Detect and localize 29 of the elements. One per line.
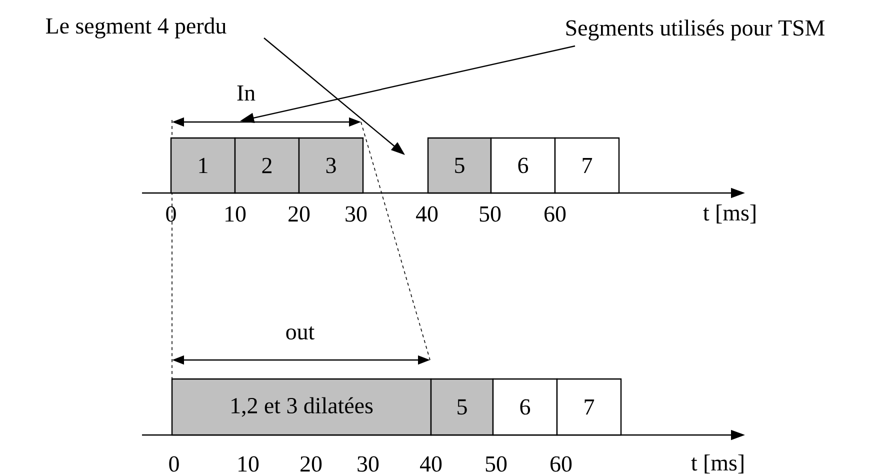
tick-label: 10 [238,456,259,472]
segment-box: 1 [170,137,236,194]
annotation-text: Le segment 4 perdu [46,18,226,38]
tick-label: 30 [358,456,379,472]
axis-label: t [ms] [691,454,744,474]
segment-box: 6 [490,137,556,194]
tick-label: 50 [480,206,501,222]
tick-label: 10 [226,206,246,222]
tick-label: 30 [346,206,367,222]
segment-box: 7 [556,378,622,436]
tick-label: 0 [169,456,179,472]
segment-box: 5 [430,378,494,436]
dimension-label: out [286,326,315,340]
tick-label: 20 [288,206,310,222]
annotation-text: Segments utilisés pour TSM [566,20,825,40]
axis-label: t [ms] [703,204,756,224]
tick-label: 60 [550,456,572,472]
tick-label: 20 [300,456,322,472]
segment-box: 2 [234,137,300,194]
segment-box: 5 [427,137,492,194]
segment-box: 7 [554,137,620,194]
tick-label: 60 [544,206,566,222]
tick-label: 40 [420,456,442,472]
dimension-label: In [237,85,256,100]
tick-label: 0 [166,206,176,222]
segment-box: 3 [298,137,364,194]
tick-label: 50 [486,456,507,472]
tick-label: 40 [416,206,438,222]
segment-box: 6 [492,378,558,436]
